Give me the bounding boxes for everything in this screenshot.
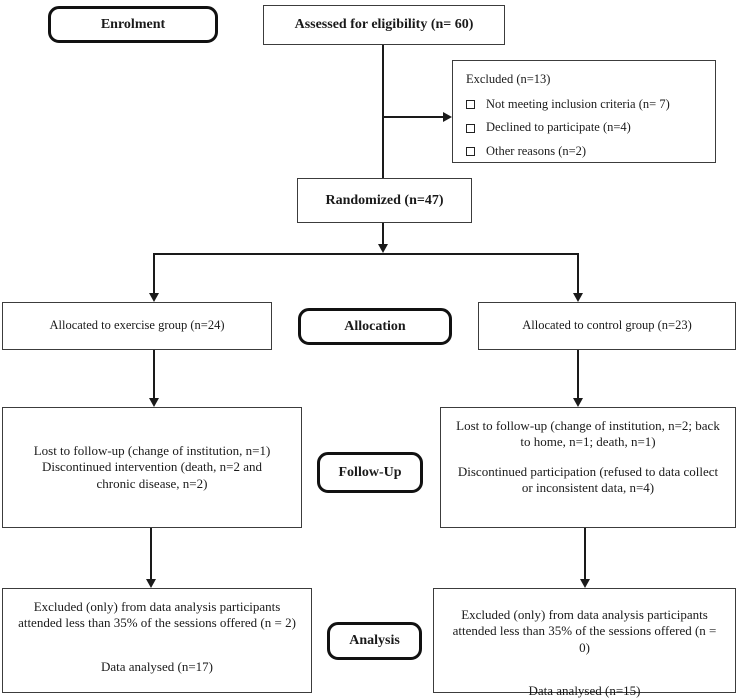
box-analysis-exercise: Excluded (only) from data analysis parti… xyxy=(2,588,312,693)
checkbox-icon xyxy=(466,99,475,109)
arrowhead-alloc-control-icon xyxy=(573,293,583,302)
excluded-item-text: Other reasons (n=2) xyxy=(486,143,587,158)
analysis-exercise-line2: Data analysed (n=17) xyxy=(100,658,213,674)
connector-assessed-to-randomized xyxy=(382,45,384,179)
stage-label-analysis: Analysis xyxy=(327,622,422,660)
connector-control-to-followup xyxy=(577,350,579,398)
arrowhead-alloc-exercise-icon xyxy=(149,293,159,302)
followup-exercise-line2: Discontinued intervention (death, n=2 an… xyxy=(42,459,262,491)
stage-label-analysis-text: Analysis xyxy=(349,633,400,648)
box-allocated-exercise-text: Allocated to exercise group (n=24) xyxy=(49,318,225,333)
arrowhead-followup-exercise-icon xyxy=(149,398,159,407)
excluded-item-text: Declined to participate (n=4) xyxy=(486,120,631,135)
box-randomized: Randomized (n=47) xyxy=(297,178,472,223)
connector-split-horizontal xyxy=(153,253,579,255)
excluded-item: Not meeting inclusion criteria (n= 7) xyxy=(466,97,670,113)
followup-control-line1: Lost to follow-up (change of institution… xyxy=(456,418,720,450)
connector-randomized-to-split xyxy=(382,222,384,245)
box-allocated-exercise: Allocated to exercise group (n=24) xyxy=(2,302,272,350)
stage-label-enrolment: Enrolment xyxy=(48,6,218,43)
connector-split-to-exercise xyxy=(153,253,155,294)
box-analysis-control: Excluded (only) from data analysis parti… xyxy=(433,588,736,698)
stage-label-enrolment-text: Enrolment xyxy=(100,16,166,32)
analysis-control-line2: Data analysed (n=15) xyxy=(528,682,641,698)
followup-control-line2: Discontinued participation (refused to d… xyxy=(457,463,719,495)
checkbox-icon xyxy=(466,123,475,133)
connector-split-to-control xyxy=(577,253,579,294)
excluded-item: Other reasons (n=2) xyxy=(466,144,586,160)
checkbox-icon xyxy=(466,147,475,157)
stage-label-allocation: Allocation xyxy=(298,308,452,345)
analysis-control-line1: Excluded (only) from data analysis parti… xyxy=(452,607,717,655)
box-followup-exercise: Lost to follow-up (change of institution… xyxy=(2,407,302,528)
stage-label-followup-text: Follow-Up xyxy=(338,464,402,480)
connector-exercise-to-followup xyxy=(153,350,155,398)
box-assessed-eligibility: Assessed for eligibility (n= 60) xyxy=(263,5,505,45)
box-assessed-eligibility-text: Assessed for eligibility (n= 60) xyxy=(294,17,474,33)
connector-followup-to-analysis-control xyxy=(584,528,586,579)
arrowhead-followup-control-icon xyxy=(573,398,583,407)
box-randomized-text: Randomized (n=47) xyxy=(325,192,444,208)
box-allocated-control-text: Allocated to control group (n=23) xyxy=(522,318,692,333)
box-followup-control: Lost to follow-up (change of institution… xyxy=(440,407,736,528)
excluded-item-text: Not meeting inclusion criteria (n= 7) xyxy=(486,96,670,111)
stage-label-allocation-text: Allocation xyxy=(344,318,406,334)
connector-followup-to-analysis-exercise xyxy=(150,528,152,579)
box-allocated-control: Allocated to control group (n=23) xyxy=(478,302,736,350)
arrowhead-analysis-exercise-icon xyxy=(146,579,156,588)
excluded-item: Declined to participate (n=4) xyxy=(466,120,631,136)
connector-branch-to-excluded xyxy=(383,116,444,118)
arrowhead-analysis-control-icon xyxy=(580,579,590,588)
box-excluded: Excluded (n=13) Not meeting inclusion cr… xyxy=(452,60,716,163)
excluded-title: Excluded (n=13) xyxy=(466,72,551,86)
followup-exercise-line1: Lost to follow-up (change of institution… xyxy=(33,443,271,459)
analysis-exercise-line1: Excluded (only) from data analysis parti… xyxy=(18,599,296,631)
arrowhead-split-icon xyxy=(378,244,388,253)
arrowhead-excluded-icon xyxy=(443,112,452,122)
stage-label-followup: Follow-Up xyxy=(317,452,423,493)
